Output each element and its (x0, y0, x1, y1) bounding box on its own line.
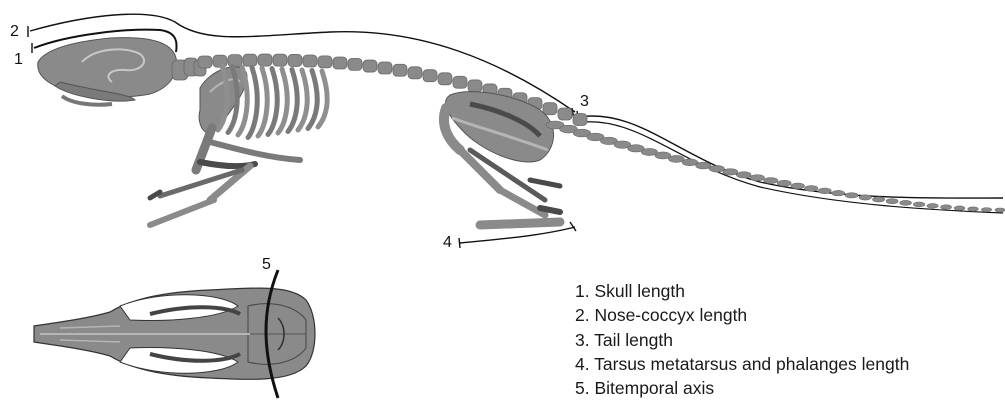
tail-vertebra (873, 197, 885, 202)
legend-item-nose-coccyx-length: 2. Nose-coccyx length (575, 303, 909, 327)
front-leg (150, 128, 255, 225)
tail-vertebra (941, 205, 952, 209)
vertebra (453, 76, 467, 88)
measurement-number-1: 1 (14, 51, 23, 68)
tail-vertebra (981, 208, 991, 212)
vertebra (423, 70, 437, 82)
vertebra (318, 56, 332, 68)
tail-vertebra (900, 200, 912, 205)
vertebra (303, 55, 317, 67)
vertebra (558, 108, 572, 120)
tarsus-length-curve (460, 227, 575, 243)
tarsus-length-tick-end (570, 222, 576, 231)
body-outline-curve (578, 116, 1003, 198)
skull-dorsal (34, 288, 315, 379)
vertebra (543, 103, 557, 115)
measurement-number-5: 5 (262, 256, 271, 273)
sternum (210, 142, 300, 160)
tail-vertebra (736, 172, 751, 178)
tarsus-length-tick-start (459, 238, 460, 248)
vertebra (273, 54, 287, 66)
tail-vertebra (709, 165, 724, 172)
tail-vertebra (832, 190, 845, 195)
tail-vertebra (696, 162, 711, 169)
tail-vertebra (968, 207, 978, 211)
tail-vertebra (805, 186, 818, 192)
vertebra (288, 54, 302, 66)
measurement-legend: 1. Skull length 2. Nose-coccyx length 3.… (575, 279, 909, 400)
vertebra (378, 62, 392, 74)
vertebra (393, 64, 407, 76)
tail-vertebra (791, 183, 805, 189)
vertebra (408, 67, 422, 79)
legend-item-bitemporal-axis: 5. Bitemporal axis (575, 376, 909, 400)
vertebra (198, 56, 212, 68)
vertebra (258, 54, 272, 66)
vertebra (243, 54, 257, 66)
measurement-number-3: 3 (580, 93, 589, 110)
skull-lateral (38, 38, 177, 105)
vertebra (573, 114, 587, 126)
tail-vertebra (777, 180, 791, 186)
tail-vertebra (845, 193, 858, 198)
tail-vertebra (750, 175, 764, 181)
measurement-number-4: 4 (443, 234, 452, 251)
legend-item-skull-length: 1. Skull length (575, 279, 909, 303)
tail-vertebra (954, 206, 965, 210)
legend-item-tarsus-length: 4. Tarsus metatarsus and phalanges lengt… (575, 352, 909, 376)
tail-vertebra (927, 204, 938, 209)
tail-vertebra (668, 155, 684, 162)
tail-vertebra (886, 199, 898, 204)
tail-vertebra (913, 202, 924, 207)
measurement-number-2: 2 (10, 23, 19, 40)
vertebra (438, 73, 452, 85)
tail-vertebra (723, 169, 738, 175)
vertebra (348, 58, 362, 70)
legend-item-tail-length: 3. Tail length (575, 328, 909, 352)
vertebra (363, 60, 377, 72)
vertebra (468, 80, 482, 92)
tail-vertebra (859, 195, 871, 200)
tail-vertebra (682, 159, 698, 166)
tail-vertebra (818, 188, 831, 194)
tail-vertebra (995, 208, 1005, 212)
vertebra (333, 57, 347, 69)
vertebra (228, 55, 242, 67)
tail-outline-curve (583, 122, 1003, 213)
tail-vertebra (764, 178, 778, 184)
